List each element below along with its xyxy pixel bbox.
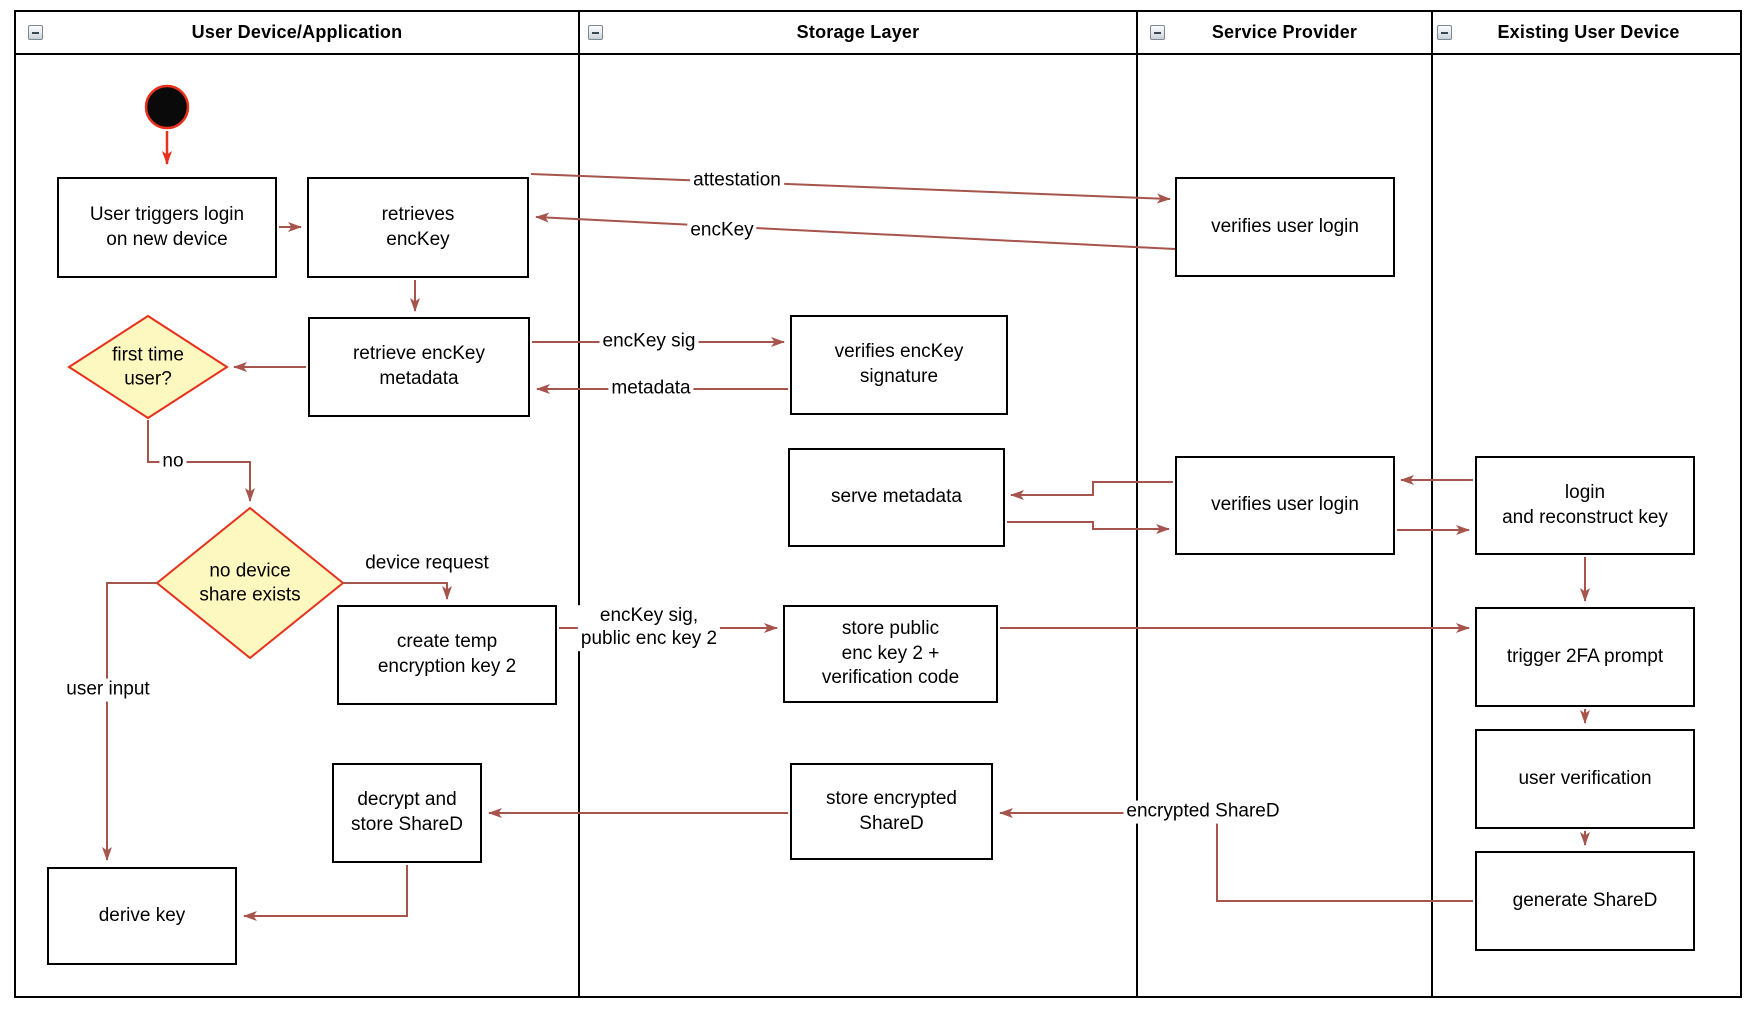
lane-title-service-provider: Service Provider bbox=[1211, 22, 1358, 42]
decision-no-device-share-shape[interactable] bbox=[155, 506, 345, 660]
node-user-triggers-login[interactable]: User triggers login on new device bbox=[57, 177, 277, 278]
edge-label-user-input: user input bbox=[63, 678, 153, 702]
edge-label-enckey-sig: encKey sig bbox=[599, 330, 699, 354]
lane-separator bbox=[1136, 12, 1138, 996]
node-derive-key[interactable]: derive key bbox=[47, 867, 237, 965]
lane-title-storage-layer: Storage Layer bbox=[796, 22, 920, 42]
node-login-reconstruct-key[interactable]: login and reconstruct key bbox=[1475, 456, 1695, 555]
node-store-encrypted-shared[interactable]: store encrypted ShareD bbox=[790, 763, 993, 860]
node-retrieve-enckey-metadata[interactable]: retrieve encKey metadata bbox=[308, 317, 530, 417]
node-trigger-2fa-prompt[interactable]: trigger 2FA prompt bbox=[1475, 607, 1695, 707]
collapse-lane-minus-icon[interactable] bbox=[1437, 25, 1452, 40]
lane-header-row bbox=[16, 12, 1740, 55]
edge-serve-to-verify bbox=[1007, 521, 1170, 534]
edge-user-input bbox=[102, 582, 157, 861]
node-generate-shared[interactable]: generate ShareD bbox=[1475, 851, 1695, 951]
edge-label-no: no bbox=[159, 450, 187, 474]
edge-encrypted-shared bbox=[999, 808, 1473, 902]
lane-title-existing-user-device: Existing User Device bbox=[1497, 22, 1680, 42]
node-store-public-enc-key[interactable]: store public enc key 2 + verification co… bbox=[783, 605, 998, 703]
edge-label-enckey: encKey bbox=[687, 219, 757, 243]
edge-label-enckey-sig-public: encKey sig, public enc key 2 bbox=[577, 605, 721, 651]
node-serve-metadata[interactable]: serve metadata bbox=[788, 448, 1005, 547]
lane-separator bbox=[578, 12, 580, 996]
edge-label-device-request: device request bbox=[365, 552, 489, 574]
lane-separator bbox=[1431, 12, 1433, 996]
node-verifies-user-login-mid[interactable]: verifies user login bbox=[1175, 456, 1395, 555]
decision-first-time-user-shape[interactable] bbox=[67, 314, 229, 420]
initial-node[interactable] bbox=[144, 84, 190, 130]
edge-label-encrypted-shared: encrypted ShareD bbox=[1123, 800, 1283, 824]
edge-attestation bbox=[530, 173, 1171, 204]
node-create-temp-key[interactable]: create temp encryption key 2 bbox=[337, 605, 557, 705]
lane-title-user-device: User Device/Application bbox=[191, 22, 403, 42]
node-verifies-user-login-top[interactable]: verifies user login bbox=[1175, 177, 1395, 277]
node-verifies-enckey-signature[interactable]: verifies encKey signature bbox=[790, 315, 1008, 415]
node-retrieves-enckey[interactable]: retrieves encKey bbox=[307, 177, 529, 278]
edge-label-attestation: attestation bbox=[690, 169, 784, 193]
edges bbox=[102, 131, 1590, 921]
edge-decrypt-to-derive bbox=[243, 865, 408, 921]
edge-enckey-return bbox=[535, 212, 1176, 250]
collapse-lane-minus-icon[interactable] bbox=[1150, 25, 1165, 40]
collapse-lane-minus-icon[interactable] bbox=[588, 25, 603, 40]
edge-verify-to-serve bbox=[1010, 481, 1173, 500]
edge-label-metadata: metadata bbox=[608, 377, 694, 401]
node-user-verification[interactable]: user verification bbox=[1475, 729, 1695, 829]
edge-no-branch bbox=[147, 420, 255, 502]
collapse-lane-minus-icon[interactable] bbox=[28, 25, 43, 40]
node-decrypt-store-shared[interactable]: decrypt and store ShareD bbox=[332, 763, 482, 863]
swimlane-pool: User Device/Application Storage Layer Se… bbox=[14, 10, 1742, 998]
edge-device-request bbox=[343, 582, 452, 600]
